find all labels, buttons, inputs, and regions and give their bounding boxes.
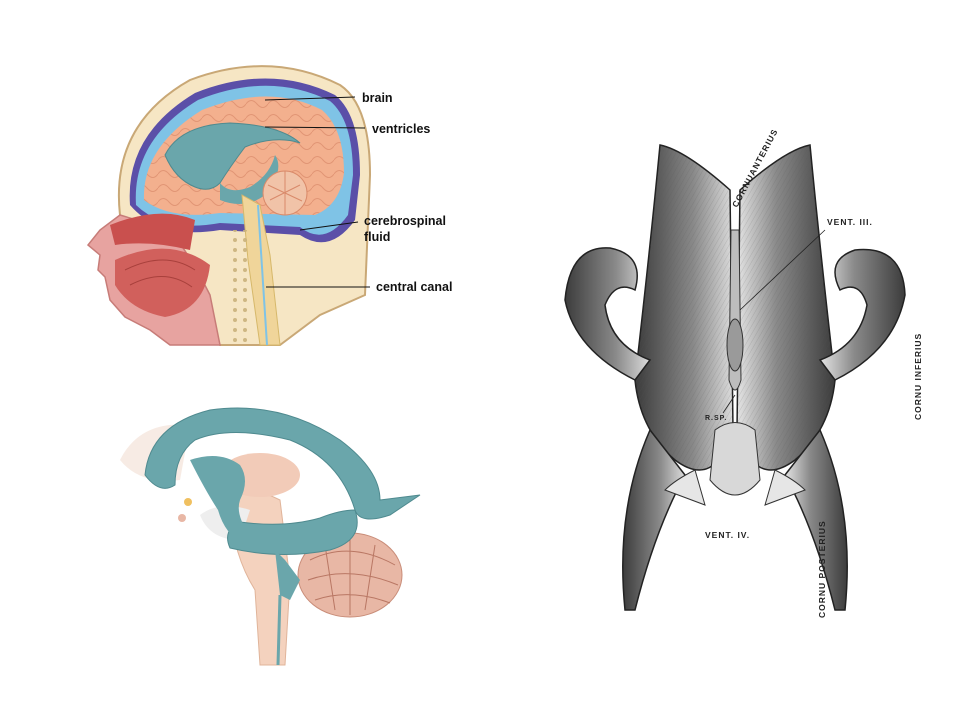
ventricle-shape — [164, 122, 301, 190]
left-inferior-horn — [564, 247, 652, 381]
label-cerebrospinal: cerebrospinal — [364, 214, 446, 228]
vertebrae — [230, 230, 252, 345]
label-vent-iv: VENT. IV. — [705, 530, 750, 540]
sagittal-head-diagram: brain ventricles cerebrospinal fluid cen… — [86, 65, 452, 346]
ventricle-3d-illustration — [120, 407, 421, 666]
label-cornu-inferius: CORNU INFERIUS — [913, 333, 923, 420]
cerebellum-3d — [297, 532, 403, 618]
right-inferior-horn — [818, 248, 906, 381]
right-posterior-horn — [784, 428, 848, 611]
lateral-ventricle — [144, 407, 421, 520]
ventricle-engraving: CORNUANTERIUS VENT. III. CORNU INFERIUS … — [564, 130, 923, 618]
label-ventricles: ventricles — [372, 122, 430, 136]
nasal-cavity — [110, 213, 195, 250]
label-fluid: fluid — [364, 230, 390, 244]
tongue — [115, 248, 210, 317]
label-r-sp: R.SP. — [705, 415, 727, 422]
label-cornu-posterius: CORNU POSTERIUS — [817, 520, 827, 618]
third-ventricle — [190, 456, 250, 545]
fourth-ventricle-engraving — [709, 422, 761, 496]
label-brain: brain — [362, 91, 393, 105]
label-central-canal: central canal — [376, 280, 452, 294]
label-vent-iii: VENT. III. — [827, 217, 873, 227]
fourth-ventricle — [275, 550, 300, 600]
left-posterior-horn — [622, 428, 686, 611]
